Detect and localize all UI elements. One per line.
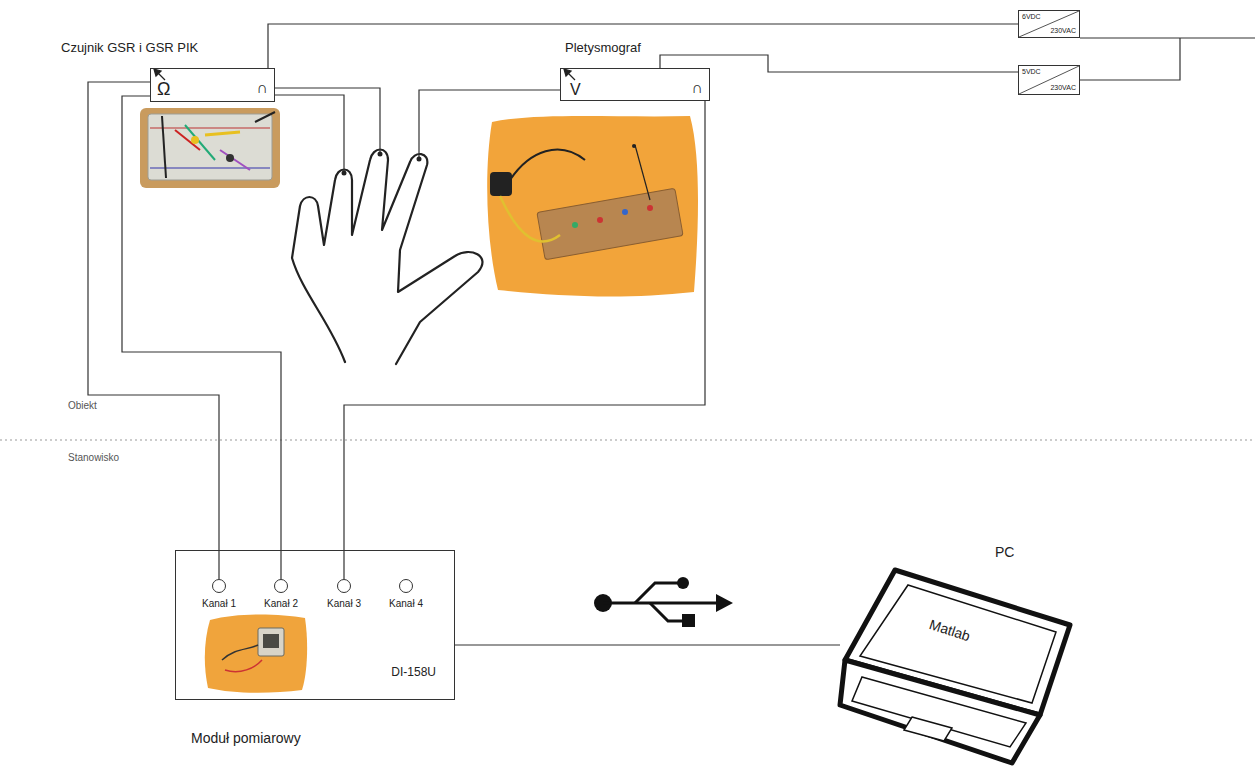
power-converter: 6VDC 230VAC [1018, 10, 1080, 38]
channel-label: Kanał 4 [389, 598, 423, 609]
channel-label: Kanał 3 [327, 598, 361, 609]
sensor-title: Czujnik GSR i GSR PIK [61, 41, 198, 55]
power-converter: 5VDC 230VAC [1018, 65, 1080, 95]
measurement-module: DI-158UModuł pomiarowyKanał 1Kanał 2Kana… [175, 550, 455, 700]
signal-wire [660, 55, 1018, 72]
signal-wire [455, 644, 840, 645]
volt-symbol: V [570, 81, 581, 99]
adjust-arrow-symbol [154, 69, 575, 80]
channel-socket: Kanał 1 [212, 579, 226, 593]
signal-wire [268, 24, 1018, 68]
sensor-box: Czujnik GSR i GSR PIKΩ∩ [150, 68, 275, 102]
sensor-box: PletysmografV∩ [560, 68, 710, 101]
usb-symbol [594, 577, 733, 627]
region-label: Stanowisko [68, 452, 119, 463]
signal-wire [344, 101, 705, 579]
voltage-label: 5VDC [1022, 68, 1041, 76]
voltage-label: 230VAC [1050, 84, 1076, 92]
breadboard-photo [140, 108, 280, 188]
separator-line [0, 439, 1255, 440]
channel-socket: Kanał 2 [274, 579, 288, 593]
laptop-pc-outline [840, 545, 1090, 767]
signal-wire [122, 96, 281, 579]
module-caption: Moduł pomiarowy [191, 731, 301, 746]
module-model: DI-158U [391, 666, 436, 679]
module-photo [205, 615, 307, 693]
signal-wire [88, 82, 219, 579]
laptop-pc: PCMatlab [840, 545, 1090, 767]
channel-socket: Kanał 4 [399, 579, 413, 593]
pulse-symbol: ∩ [257, 79, 269, 97]
sensor-title: Pletysmograf [565, 41, 641, 55]
mains-wires [1080, 38, 1255, 80]
finger-wires [275, 88, 560, 172]
channel-label: Kanał 1 [202, 598, 236, 609]
hand-outline [292, 150, 482, 365]
pc-label: PC [995, 545, 1014, 560]
region-label: Obiekt [68, 400, 97, 411]
voltage-label: 230VAC [1050, 27, 1076, 35]
ohm-symbol: Ω [157, 80, 170, 100]
plethysmograph-photo [487, 116, 698, 296]
channel-socket: Kanał 3 [337, 579, 351, 593]
pulse-symbol: ∩ [692, 79, 704, 97]
electrode-dots [342, 152, 422, 176]
channel-label: Kanał 2 [264, 598, 298, 609]
voltage-label: 6VDC [1022, 13, 1041, 21]
